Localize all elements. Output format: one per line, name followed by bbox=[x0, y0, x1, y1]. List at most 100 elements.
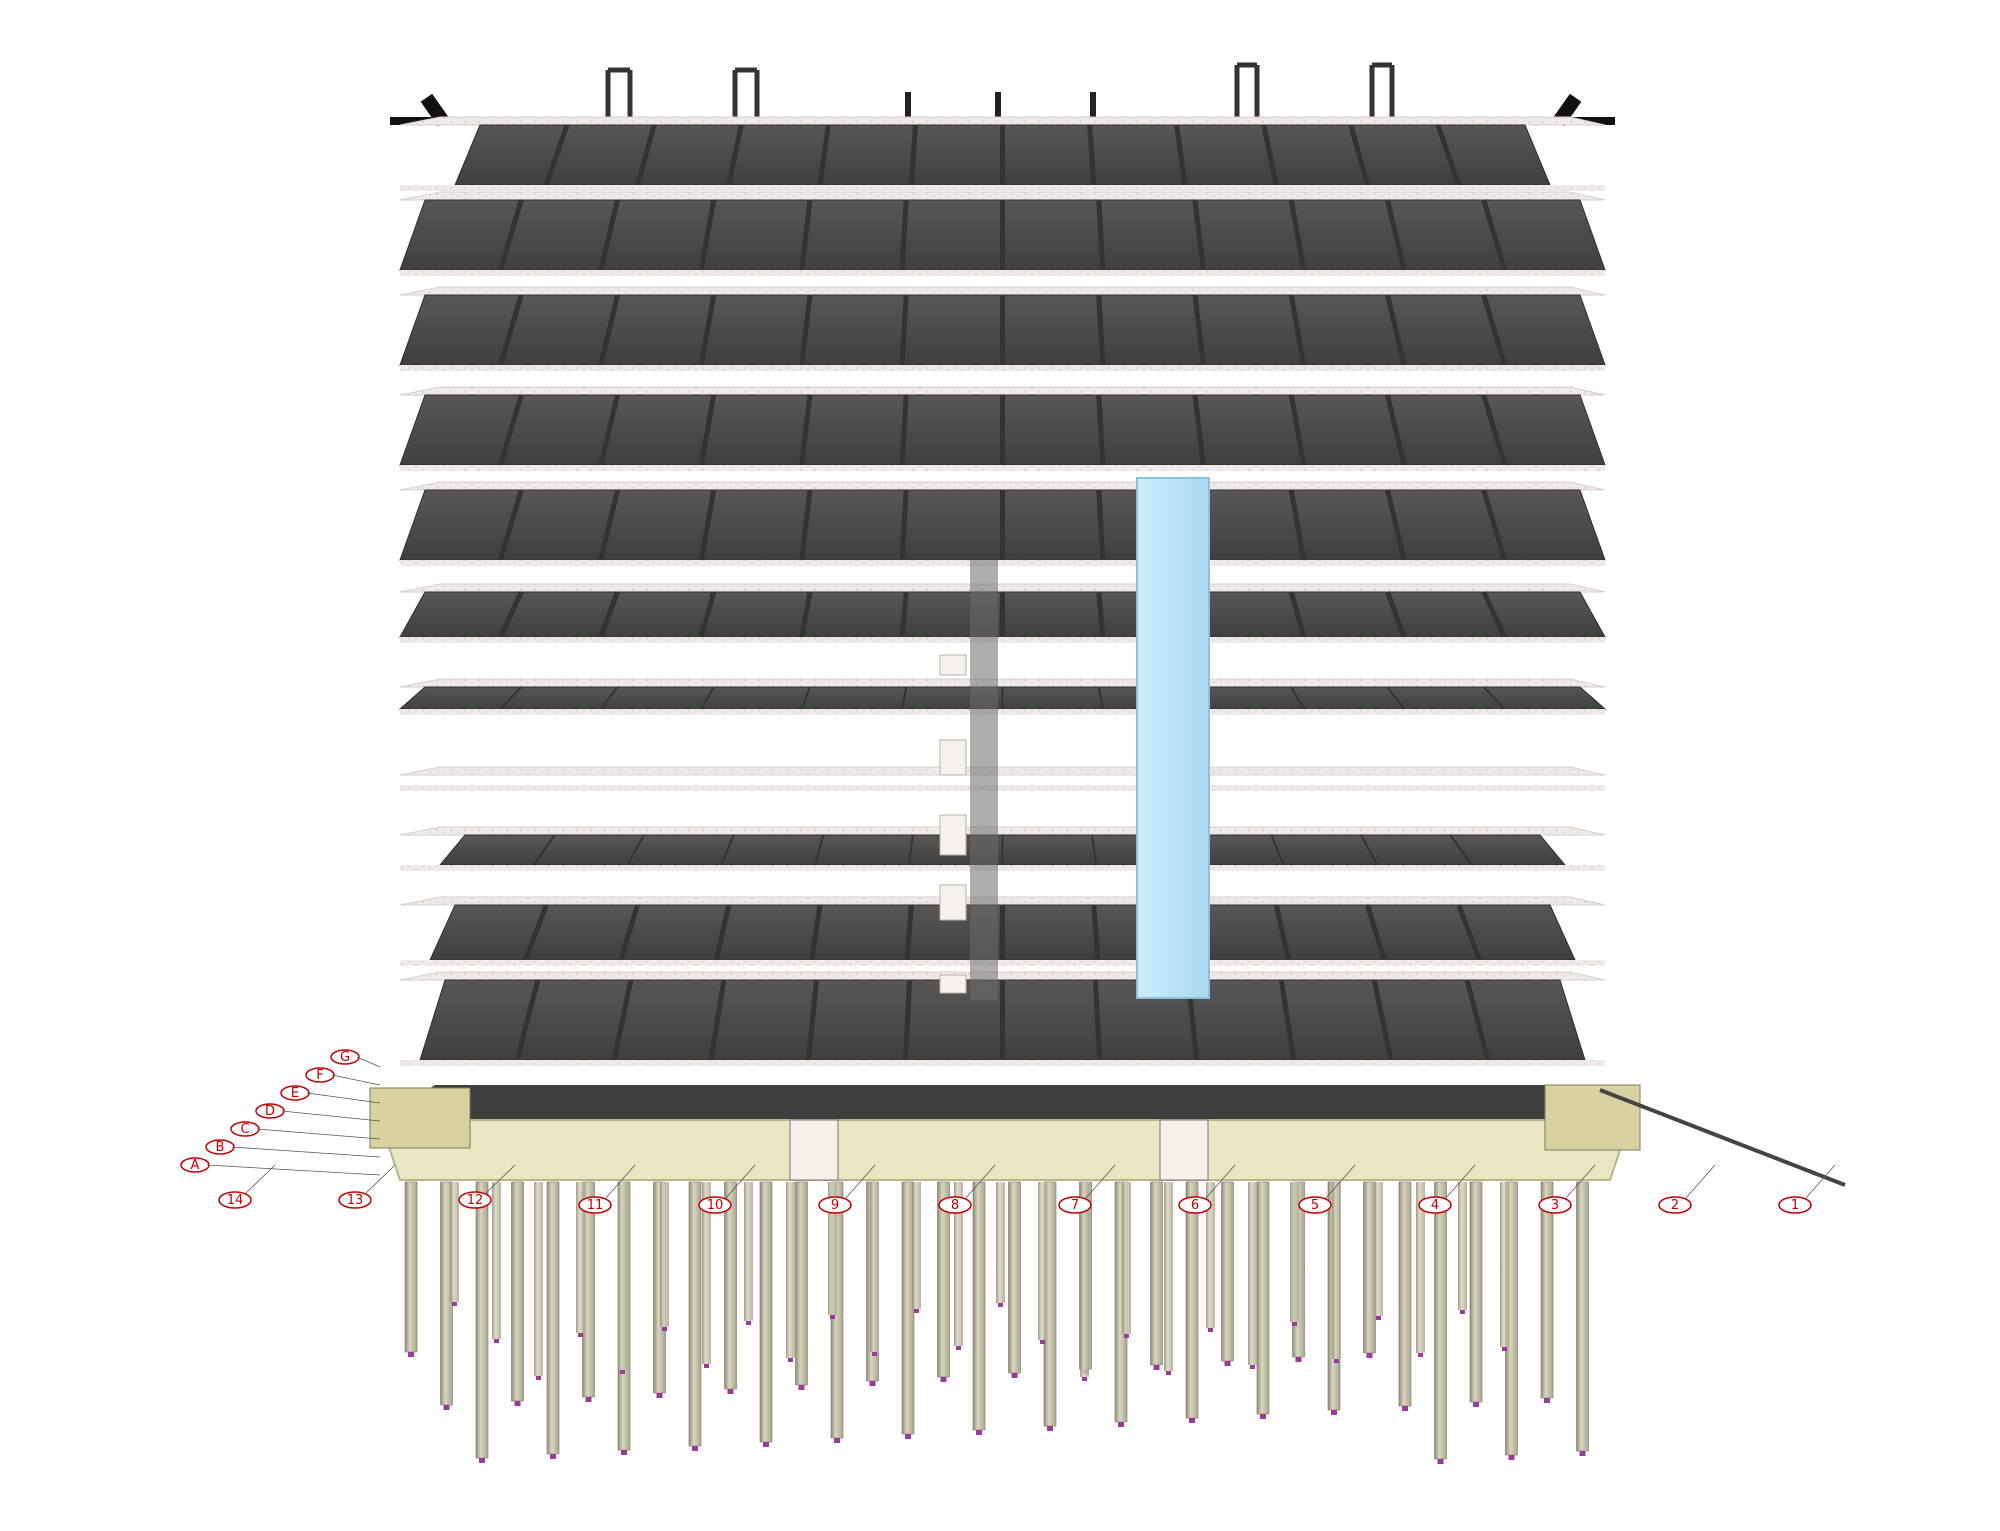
svg-text:E: E bbox=[291, 1086, 299, 1101]
stair-flights bbox=[939, 654, 967, 994]
pile-rear-19 bbox=[1206, 1182, 1215, 1332]
grid-bubble-6: 6 bbox=[1178, 1164, 1236, 1214]
pile-rear-24 bbox=[1416, 1182, 1425, 1357]
grid-bubble-A: A bbox=[180, 1157, 381, 1176]
grid-bubble-14: 14 bbox=[218, 1164, 276, 1209]
grid-bubble-D: D bbox=[255, 1103, 381, 1122]
grid-bubble-4: 4 bbox=[1418, 1164, 1476, 1214]
pile-rear-6 bbox=[660, 1182, 669, 1331]
svg-text:C: C bbox=[240, 1122, 249, 1137]
pile-23 bbox=[1185, 1181, 1199, 1423]
svg-text:B: B bbox=[216, 1140, 225, 1155]
pile-rear-9 bbox=[786, 1182, 795, 1362]
floor-slab-10 bbox=[399, 896, 1606, 966]
floor-slab-4 bbox=[399, 386, 1606, 471]
pile-29 bbox=[1398, 1181, 1412, 1411]
pile-rear-16 bbox=[1080, 1182, 1089, 1381]
pile-rear-17 bbox=[1122, 1182, 1131, 1338]
svg-text:5: 5 bbox=[1311, 1198, 1319, 1213]
svg-text:G: G bbox=[340, 1050, 350, 1065]
floor-slabs bbox=[398, 116, 1607, 1066]
grid-bubble-B: B bbox=[205, 1139, 381, 1158]
pile-rear-25 bbox=[1458, 1182, 1467, 1314]
pile-rear-21 bbox=[1290, 1182, 1299, 1326]
pile-12 bbox=[795, 1181, 808, 1390]
roof-stair-frame bbox=[605, 62, 1395, 120]
svg-text:F: F bbox=[316, 1068, 323, 1083]
svg-text:14: 14 bbox=[227, 1193, 244, 1208]
pile-rear-10 bbox=[828, 1182, 837, 1319]
pile-34 bbox=[1576, 1181, 1589, 1456]
pile-rear-7 bbox=[702, 1182, 711, 1368]
grid-bubble-E: E bbox=[280, 1085, 381, 1104]
grid-bubble-C: C bbox=[230, 1121, 381, 1140]
grid-bubble-5: 5 bbox=[1298, 1164, 1356, 1214]
pile-rear-18 bbox=[1164, 1182, 1173, 1375]
floor-slab-8 bbox=[399, 766, 1606, 791]
grid-bubble-7: 7 bbox=[1058, 1164, 1116, 1214]
pile-rear-26 bbox=[1500, 1182, 1509, 1351]
floor-slab-5 bbox=[399, 481, 1606, 566]
floor-slab-9 bbox=[399, 826, 1606, 871]
pile-rear-20 bbox=[1248, 1182, 1257, 1369]
grid-bubble-3: 3 bbox=[1538, 1164, 1596, 1214]
floor-slab-7 bbox=[398, 678, 1607, 715]
svg-text:4: 4 bbox=[1431, 1198, 1439, 1213]
pile-rear-23 bbox=[1374, 1182, 1383, 1320]
grid-bubble-G: G bbox=[330, 1049, 381, 1068]
pile-rear-3 bbox=[534, 1182, 543, 1380]
stair-core bbox=[970, 560, 998, 1000]
svg-text:13: 13 bbox=[347, 1193, 364, 1208]
svg-text:8: 8 bbox=[951, 1198, 959, 1213]
pile-rear-8 bbox=[744, 1182, 753, 1325]
grid-bubble-1: 1 bbox=[1778, 1164, 1836, 1214]
grid-bubble-8: 8 bbox=[938, 1164, 996, 1214]
pile-33 bbox=[1540, 1181, 1554, 1403]
svg-text:10: 10 bbox=[707, 1198, 724, 1213]
pile-rear-5 bbox=[618, 1182, 627, 1374]
pile-1 bbox=[404, 1181, 418, 1357]
svg-text:D: D bbox=[265, 1104, 275, 1119]
grid-bubble-9: 9 bbox=[818, 1164, 876, 1214]
pile-rear-2 bbox=[492, 1182, 501, 1343]
svg-text:A: A bbox=[191, 1158, 200, 1173]
pile-24 bbox=[1221, 1181, 1234, 1366]
pile-rear-22 bbox=[1332, 1182, 1341, 1363]
grid-bubble-11: 11 bbox=[578, 1164, 636, 1214]
pile-11 bbox=[759, 1181, 773, 1447]
svg-text:7: 7 bbox=[1071, 1198, 1079, 1213]
pile-rear-4 bbox=[576, 1182, 585, 1337]
pile-rear-12 bbox=[912, 1182, 921, 1313]
grid-bubble-F: F bbox=[305, 1067, 381, 1086]
floor-slab-1 bbox=[399, 116, 1606, 191]
pile-16 bbox=[937, 1181, 950, 1382]
pile-rear-14 bbox=[996, 1182, 1005, 1307]
floor-slab-6 bbox=[399, 583, 1606, 643]
elevator-shaft bbox=[1136, 477, 1210, 999]
svg-text:3: 3 bbox=[1551, 1198, 1559, 1213]
svg-text:6: 6 bbox=[1191, 1198, 1199, 1213]
pile-rear-15 bbox=[1038, 1182, 1047, 1344]
svg-text:9: 9 bbox=[831, 1198, 839, 1213]
pile-rear-13 bbox=[954, 1182, 963, 1350]
pile-3 bbox=[475, 1181, 489, 1463]
pile-18 bbox=[1008, 1181, 1021, 1378]
svg-text:2: 2 bbox=[1671, 1198, 1679, 1213]
core-shafts bbox=[939, 477, 1210, 1000]
foundation-raft bbox=[369, 1084, 1846, 1187]
svg-text:12: 12 bbox=[467, 1193, 484, 1208]
structural-grid: 14 13 12 11 10 9 8 7 6 5 4 3 2 1 A BC D E F G bbox=[180, 1049, 1836, 1214]
svg-text:11: 11 bbox=[587, 1198, 604, 1213]
pile-9 bbox=[688, 1181, 702, 1451]
pile-17 bbox=[972, 1181, 986, 1435]
pile-foundation bbox=[404, 1181, 1589, 1464]
pile-28 bbox=[1363, 1181, 1376, 1358]
pile-25 bbox=[1256, 1181, 1270, 1419]
pile-22 bbox=[1150, 1181, 1163, 1370]
grid-bubble-13: 13 bbox=[338, 1164, 396, 1209]
floor-slab-3 bbox=[399, 286, 1606, 371]
floor-slab-2 bbox=[399, 191, 1606, 276]
pile-30 bbox=[1434, 1181, 1447, 1464]
grid-bubble-10: 10 bbox=[698, 1164, 756, 1214]
